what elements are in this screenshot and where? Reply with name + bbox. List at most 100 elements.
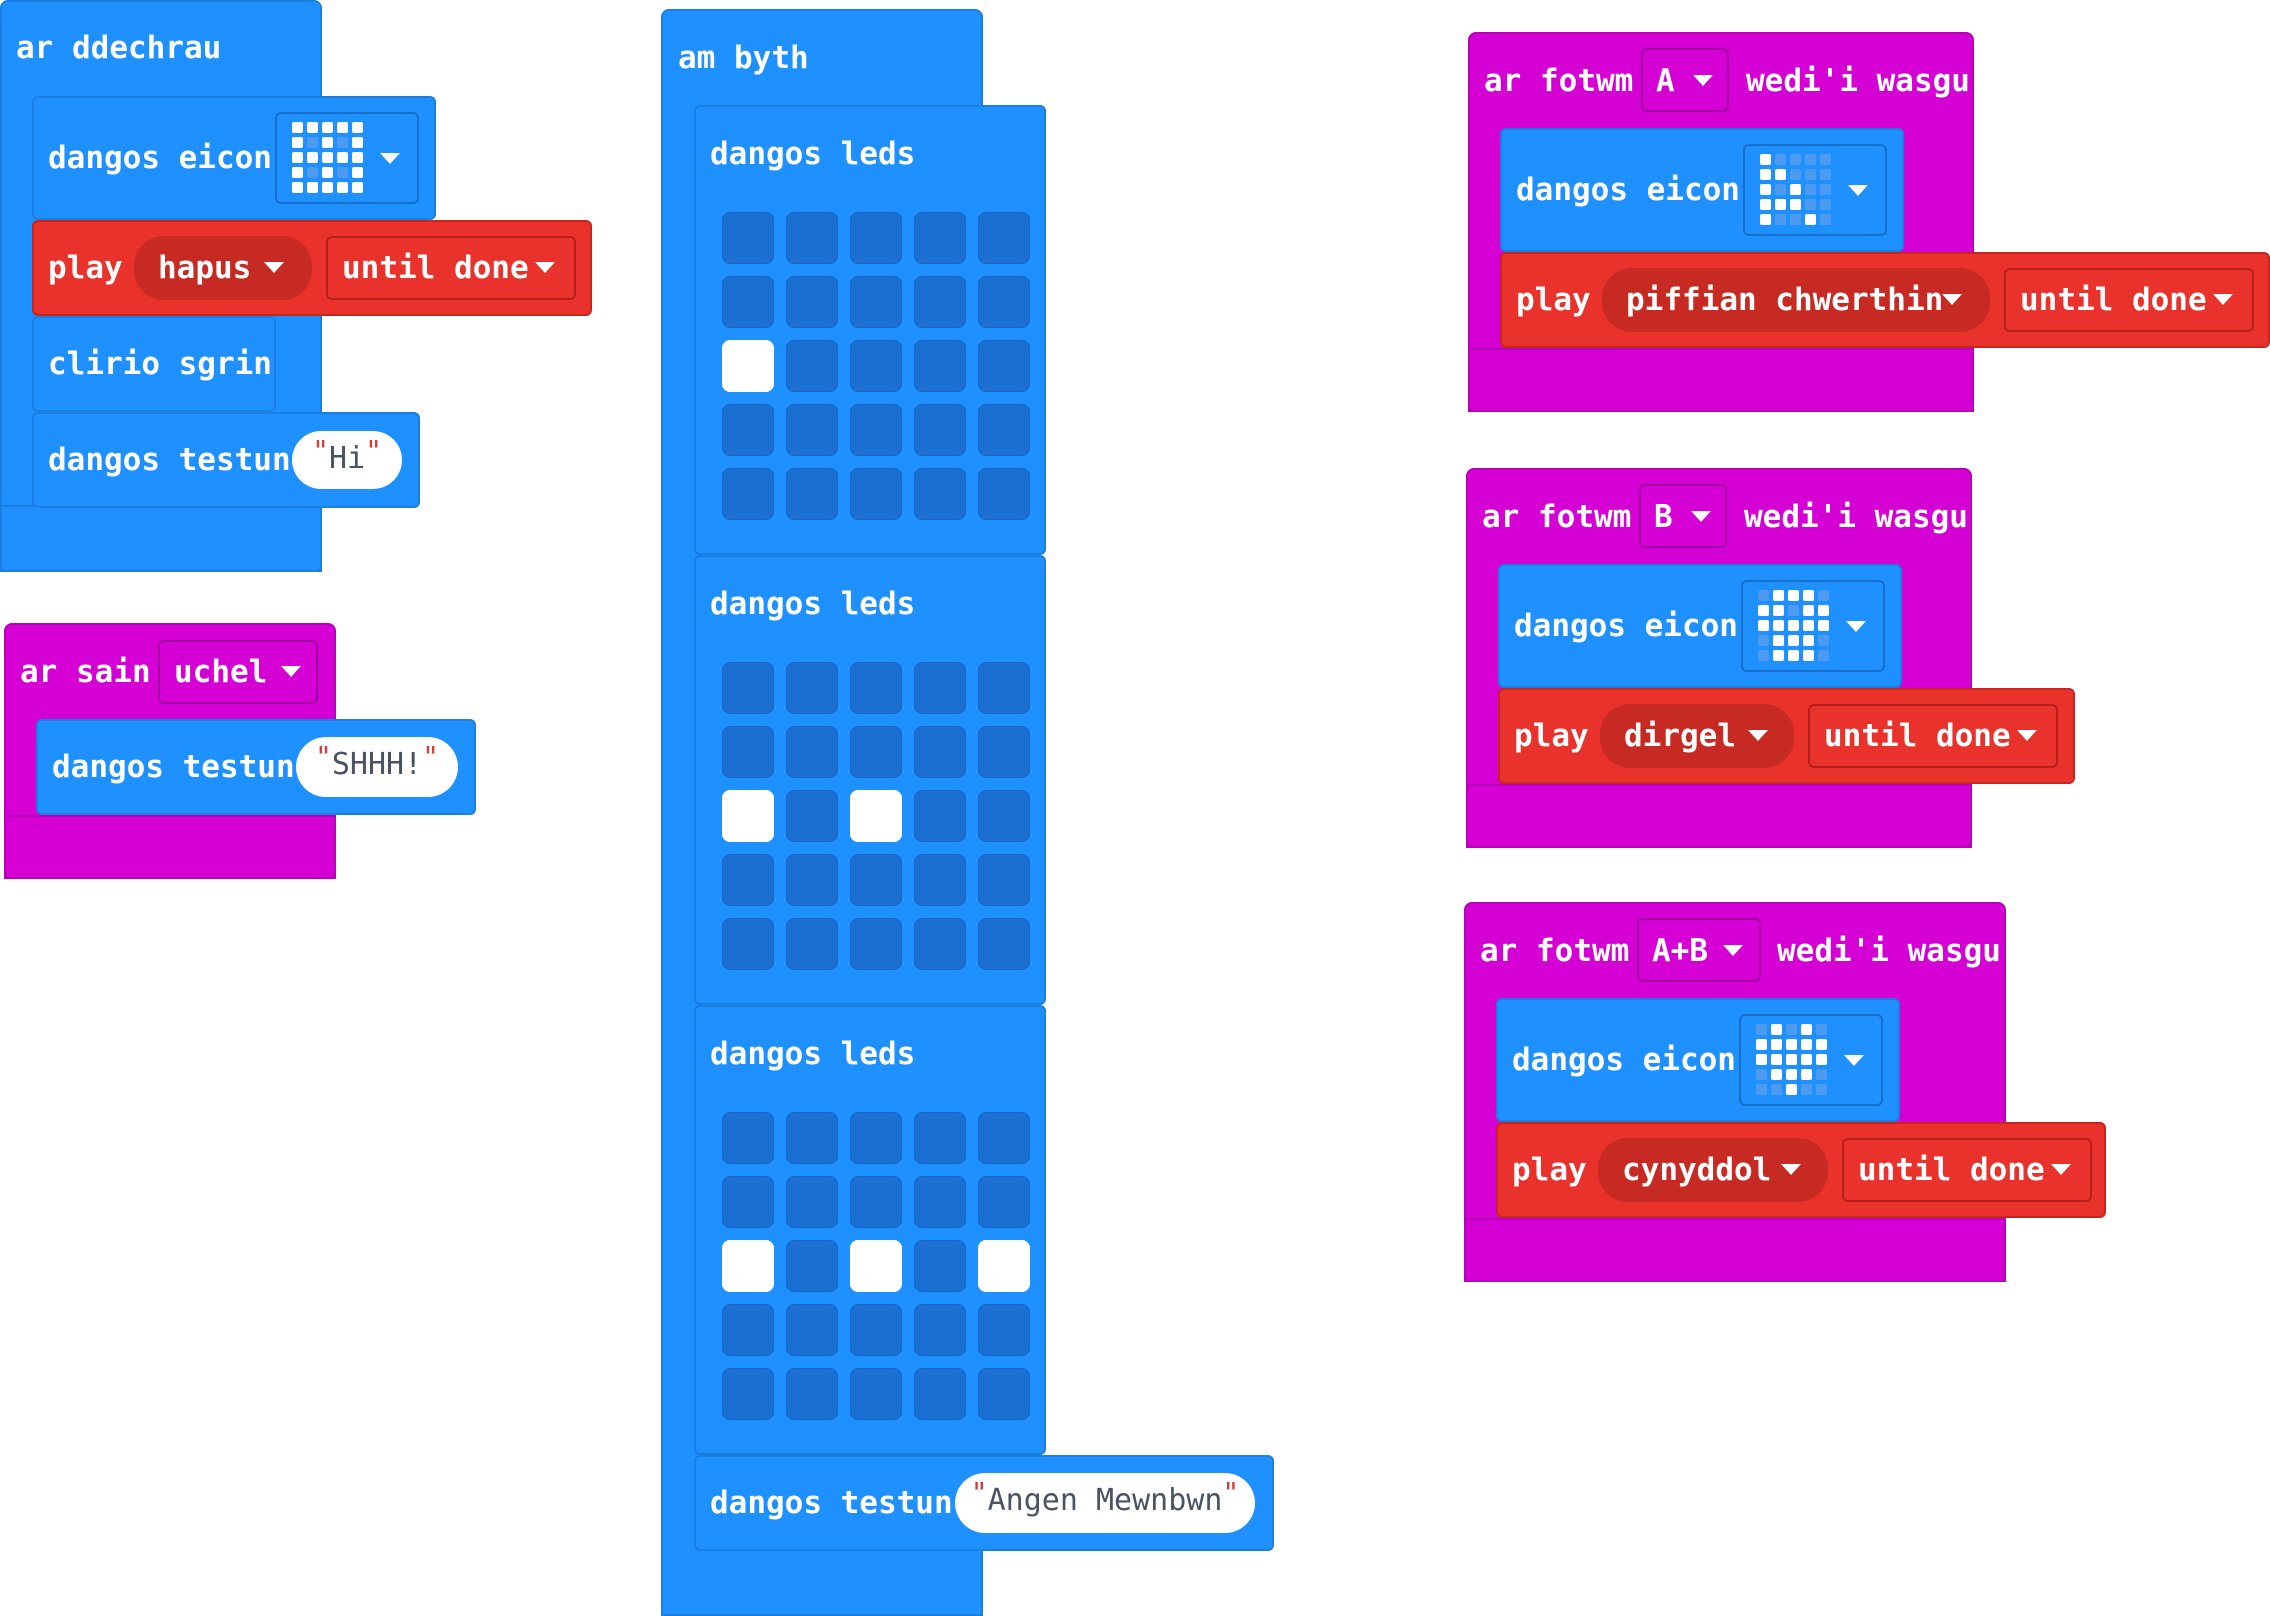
led-off[interactable]	[850, 404, 902, 456]
led-off[interactable]	[722, 854, 774, 906]
led-grid[interactable]	[722, 662, 1030, 970]
play-mode-dropdown[interactable]	[1842, 1138, 2092, 1202]
led-off[interactable]	[722, 212, 774, 264]
led-off[interactable]	[914, 1112, 966, 1164]
chevron-down-icon[interactable]	[1846, 621, 1866, 632]
string-input[interactable]: "Hi"	[292, 431, 402, 489]
led-off[interactable]	[978, 276, 1030, 328]
led-off[interactable]	[850, 1368, 902, 1420]
chevron-down-icon[interactable]	[380, 153, 400, 164]
led-off[interactable]	[786, 1368, 838, 1420]
led-off[interactable]	[722, 404, 774, 456]
led-off[interactable]	[786, 212, 838, 264]
led-off[interactable]	[978, 340, 1030, 392]
led-on[interactable]	[978, 1240, 1030, 1292]
string-input[interactable]: "Angen Mewnbwn"	[955, 1473, 1255, 1533]
play-mode-dropdown[interactable]	[326, 236, 576, 300]
icon-pixel-on	[1773, 605, 1784, 616]
led-on[interactable]	[722, 340, 774, 392]
led-off[interactable]	[722, 726, 774, 778]
led-off[interactable]	[914, 276, 966, 328]
play-mode-dropdown[interactable]	[2004, 268, 2254, 332]
chevron-down-icon[interactable]	[1844, 1055, 1864, 1066]
led-off[interactable]	[786, 790, 838, 842]
led-off[interactable]	[722, 276, 774, 328]
led-off[interactable]	[978, 854, 1030, 906]
show-leds-label: dangos leds	[710, 1036, 916, 1072]
led-off[interactable]	[786, 918, 838, 970]
led-on[interactable]	[722, 1240, 774, 1292]
led-off[interactable]	[978, 1368, 1030, 1420]
led-off[interactable]	[914, 854, 966, 906]
led-off[interactable]	[978, 662, 1030, 714]
led-off[interactable]	[722, 1176, 774, 1228]
led-off[interactable]	[914, 1368, 966, 1420]
led-off[interactable]	[850, 212, 902, 264]
led-off[interactable]	[914, 726, 966, 778]
led-off[interactable]	[914, 1240, 966, 1292]
led-off[interactable]	[978, 726, 1030, 778]
led-off[interactable]	[914, 404, 966, 456]
led-off[interactable]	[914, 468, 966, 520]
led-off[interactable]	[914, 212, 966, 264]
led-off[interactable]	[914, 662, 966, 714]
led-off[interactable]	[978, 468, 1030, 520]
icon-pixel-on	[322, 152, 333, 163]
led-off[interactable]	[914, 340, 966, 392]
led-off[interactable]	[850, 854, 902, 906]
icon-pixel-off	[1816, 1084, 1827, 1095]
clear-screen-block[interactable]	[32, 316, 276, 412]
melody-dropdown[interactable]	[1602, 268, 1990, 332]
led-off[interactable]	[914, 790, 966, 842]
led-off[interactable]	[978, 1176, 1030, 1228]
led-off[interactable]	[722, 1368, 774, 1420]
chevron-down-icon[interactable]	[1848, 185, 1868, 196]
led-off[interactable]	[978, 1304, 1030, 1356]
led-off[interactable]	[722, 1112, 774, 1164]
led-off[interactable]	[786, 1304, 838, 1356]
led-off[interactable]	[850, 1304, 902, 1356]
led-off[interactable]	[722, 918, 774, 970]
led-off[interactable]	[914, 1304, 966, 1356]
led-off[interactable]	[722, 662, 774, 714]
led-off[interactable]	[786, 1240, 838, 1292]
led-off[interactable]	[722, 1304, 774, 1356]
led-off[interactable]	[914, 1176, 966, 1228]
string-input[interactable]: "SHHH!"	[296, 737, 458, 797]
led-off[interactable]	[978, 404, 1030, 456]
button-a-dropdown[interactable]	[1641, 48, 1729, 112]
led-off[interactable]	[786, 726, 838, 778]
led-off[interactable]	[914, 918, 966, 970]
led-off[interactable]	[850, 468, 902, 520]
led-off[interactable]	[850, 662, 902, 714]
led-off[interactable]	[978, 918, 1030, 970]
play-mode-dropdown[interactable]	[1808, 704, 2058, 768]
led-off[interactable]	[786, 404, 838, 456]
led-off[interactable]	[978, 212, 1030, 264]
led-off[interactable]	[786, 340, 838, 392]
button-b-dropdown[interactable]	[1639, 484, 1727, 548]
led-off[interactable]	[978, 1112, 1030, 1164]
led-off[interactable]	[786, 662, 838, 714]
led-off[interactable]	[786, 276, 838, 328]
led-off[interactable]	[850, 1112, 902, 1164]
led-on[interactable]	[850, 1240, 902, 1292]
led-grid[interactable]	[722, 212, 1030, 520]
led-on[interactable]	[722, 790, 774, 842]
led-off[interactable]	[978, 790, 1030, 842]
led-off[interactable]	[850, 918, 902, 970]
led-off[interactable]	[850, 726, 902, 778]
led-off[interactable]	[722, 468, 774, 520]
led-off[interactable]	[850, 276, 902, 328]
led-off[interactable]	[850, 1176, 902, 1228]
led-on[interactable]	[850, 790, 902, 842]
led-off[interactable]	[786, 468, 838, 520]
led-off[interactable]	[786, 1176, 838, 1228]
led-off[interactable]	[786, 1112, 838, 1164]
icon-pixel-off	[1788, 605, 1799, 616]
led-grid[interactable]	[722, 1112, 1030, 1420]
icon-pixel-on	[322, 182, 333, 193]
led-off[interactable]	[850, 340, 902, 392]
on-sound-footer	[4, 815, 336, 879]
led-off[interactable]	[786, 854, 838, 906]
